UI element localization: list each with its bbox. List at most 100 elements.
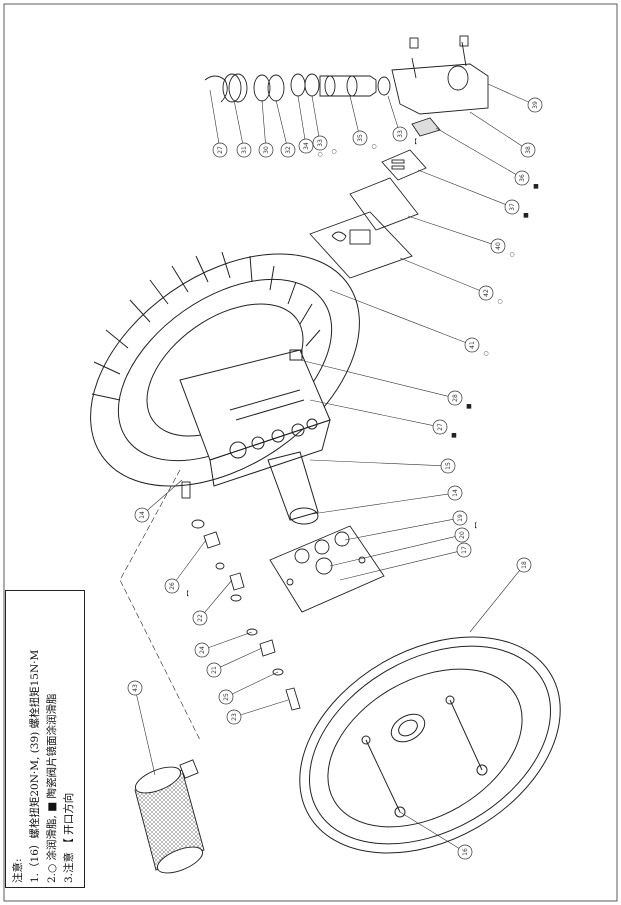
note-torque: 1.（16）螺栓扭矩20N·M, (39) 螺栓扭矩15N·M (29, 649, 41, 883)
fitting-part-26 (203, 531, 221, 549)
callout-number: 24 (199, 646, 206, 654)
callout-balloon-37: 37■ (504, 199, 529, 219)
callout-number: 43 (132, 684, 139, 692)
bolt-part-16a (365, 739, 401, 813)
callout-balloon-15: 15 (440, 458, 456, 474)
leader-line (329, 289, 466, 343)
callout-marker: 【 (411, 139, 417, 146)
valve-stem-part-35 (319, 75, 377, 97)
callout-balloon-23: 23 (226, 709, 242, 725)
leader-line (311, 95, 320, 137)
callout-marker: 【 (471, 523, 477, 530)
retaining-ring-part (204, 75, 228, 103)
leader-line (208, 631, 253, 648)
callout-balloon-18: 18 (516, 557, 532, 573)
leader-line (339, 551, 458, 581)
callout-number: 19 (457, 514, 464, 522)
leader-line (435, 127, 517, 175)
callout-circle (212, 142, 228, 158)
leader-line (299, 359, 449, 397)
callout-number: 33 (397, 130, 404, 138)
leader-line (329, 536, 456, 567)
fitting-part-14 (181, 481, 191, 499)
cover-outer-rim-part-18 (299, 636, 561, 854)
leader-line (261, 99, 266, 144)
callout-marker: ■ (466, 403, 472, 410)
valve-cartridge-parts (204, 35, 489, 279)
leader-line (309, 399, 434, 426)
callout-number: 16 (462, 848, 469, 856)
leader-line (220, 647, 263, 668)
callout-circle (206, 662, 222, 678)
callout-circle (454, 527, 470, 543)
callout-circle (352, 130, 368, 146)
callout-balloon-17: 17 (456, 542, 472, 558)
callout-balloon-34: 34○ (298, 138, 323, 158)
callout-marker: ○ (331, 148, 336, 155)
callout-number: 14 (139, 511, 146, 519)
leader-line (399, 257, 480, 291)
leader-line (344, 519, 454, 541)
callout-balloon-16: 16 (457, 844, 473, 860)
notes-title: 注意: (12, 858, 24, 883)
fitting-part-21 (259, 639, 276, 657)
callout-balloon-40: 40○ (490, 238, 515, 258)
callout-number: 32 (285, 146, 292, 154)
callout-circle (392, 126, 408, 142)
ceramic-disc-part-36 (411, 117, 441, 137)
callout-number: 14 (452, 489, 459, 497)
valve-plate-part-40 (349, 177, 419, 231)
callout-circle (447, 485, 463, 501)
callout-balloon-35: 35 ○ (352, 130, 377, 150)
note-lubrication: 2.○ 涂润滑脂, ■ 陶瓷阀片镜面涂润滑脂 (46, 693, 58, 883)
callout-circle (464, 337, 480, 353)
callout-number: 20 (459, 531, 466, 539)
leader-line (311, 493, 449, 515)
pump-block (179, 349, 331, 461)
leader-line (240, 699, 289, 716)
small-fittings (119, 469, 301, 741)
callout-marker: ■ (451, 432, 457, 439)
callout-balloon-31: 31 (236, 142, 252, 158)
callout-marker: ■ (533, 183, 539, 190)
callout-number: 22 (197, 614, 204, 622)
drawing-border (3, 3, 618, 902)
callout-balloon-36: 36 ■ (514, 170, 539, 190)
callout-marker: ○ (371, 143, 376, 150)
assembly-path-line (119, 469, 201, 741)
callout-marker: ■ (523, 212, 529, 219)
callout-marker: ○ (497, 298, 502, 305)
callout-number: 38 (525, 146, 532, 154)
leader-line (204, 579, 233, 613)
callout-balloon-19: 19 【 (452, 510, 477, 530)
callout-number: 25 (223, 693, 230, 701)
callout-circle (192, 610, 208, 626)
callout-circle (456, 542, 472, 558)
callout-balloon-14: 14 (134, 507, 150, 523)
callout-number: 33 (317, 139, 324, 147)
fitting-part-23 (285, 687, 301, 711)
callout-balloon-32: 32 (280, 142, 296, 158)
callout-marker: ○ (509, 251, 514, 258)
callout-number: 35 (357, 134, 364, 142)
callout-number: 27 (437, 423, 444, 431)
note-opening-direction: 3.注意 【 开口方向 (63, 792, 75, 883)
leader-line (233, 99, 243, 144)
cooling-fins (91, 251, 321, 401)
oring-part-20 (315, 557, 333, 575)
leader-line (175, 539, 207, 581)
callout-balloon-33: 33 【 (392, 126, 417, 146)
callout-circle (432, 419, 448, 435)
callout-circle (452, 510, 468, 526)
callout-balloon-21: 21 (206, 662, 222, 678)
callout-circle (312, 135, 328, 151)
callout-circle (447, 390, 463, 406)
gasket-plate (269, 525, 385, 613)
leader-lines (136, 83, 529, 849)
leader-line (469, 111, 523, 147)
callout-circle (298, 138, 314, 154)
callout-number: 27 (217, 146, 224, 154)
callout-number: 36 (519, 174, 526, 182)
callout-number: 28 (452, 394, 459, 402)
washer-part-25 (272, 668, 284, 676)
